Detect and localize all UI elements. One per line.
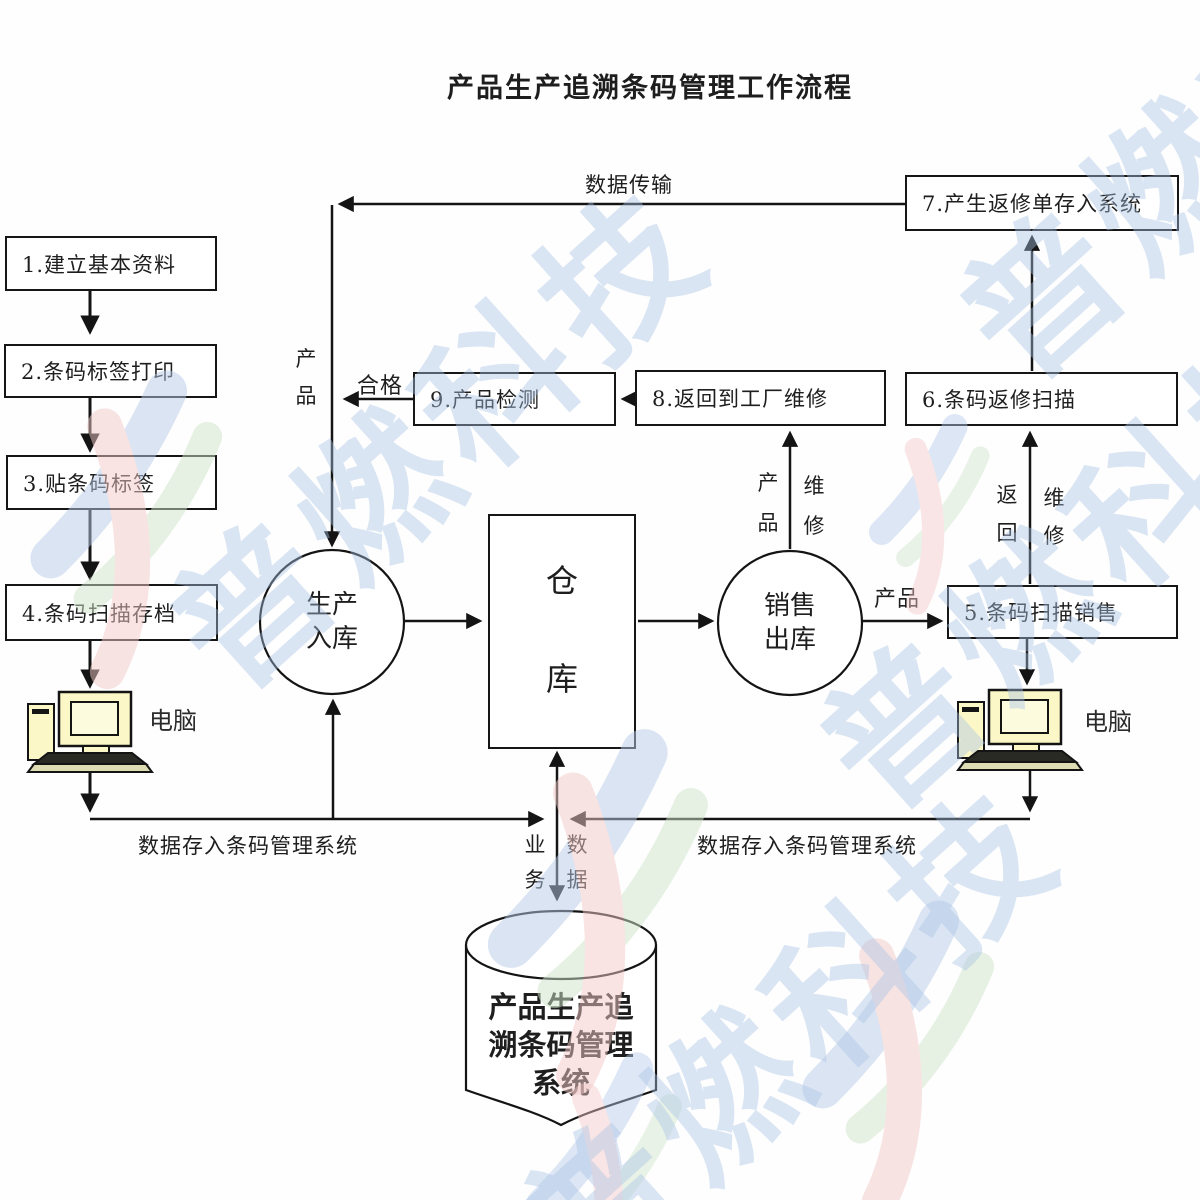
- label-product-left: 产品: [295, 347, 317, 408]
- step-box-8: 8.返回到工厂维修: [635, 370, 886, 426]
- sales-outbound-circle: [716, 549, 864, 697]
- label-qualified: 合格: [357, 374, 404, 399]
- page-title: 产品生产追溯条码管理工作流程: [447, 73, 853, 104]
- warehouse-box: 仓 库: [488, 514, 636, 749]
- label-computer-right: 电脑: [1084, 708, 1132, 736]
- production-inbound-circle: [258, 548, 406, 696]
- computer-right-icon: [956, 688, 1084, 772]
- step-box-4: 4.条码扫描存档: [5, 584, 218, 641]
- step-box-7: 7.产生返修单存入系统: [905, 175, 1179, 231]
- database-label: 产品生产追 溯条码管理 系统: [488, 990, 634, 1100]
- sales-circle-label: 销售 出库: [763, 591, 816, 655]
- warehouse-label-2: 库: [545, 660, 578, 698]
- label-store-left: 数据存入条码管理系统: [138, 834, 358, 858]
- label-computer-left: 电脑: [149, 707, 197, 735]
- step-box-2: 2.条码标签打印: [4, 344, 217, 398]
- warehouse-label-1: 仓: [545, 562, 578, 600]
- label-data: 数据: [566, 833, 588, 892]
- label-business: 业务: [524, 833, 546, 892]
- label-data-transfer: 数据传输: [585, 173, 673, 197]
- label-return-right: 返回: [996, 483, 1018, 545]
- step-box-1: 1.建立基本资料: [5, 236, 217, 291]
- computer-left-icon: [26, 690, 154, 774]
- step-box-9: 9.产品检测: [413, 372, 616, 426]
- step-box-6: 6.条码返修扫描: [905, 372, 1178, 426]
- label-product-mid: 产品: [757, 471, 779, 535]
- label-store-right: 数据存入条码管理系统: [697, 834, 917, 858]
- label-product-sales: 产品: [874, 587, 921, 612]
- step-box-5: 5.条码扫描销售: [947, 585, 1178, 639]
- step-box-3: 3.贴条码标签: [6, 455, 217, 510]
- label-repair-right: 维修: [1043, 486, 1065, 548]
- production-circle-label: 生产 入库: [305, 590, 358, 654]
- label-repair-mid: 维修: [803, 474, 825, 538]
- return-loop-arrows: [323, 195, 1041, 584]
- main-flow-arrows: [404, 612, 1036, 686]
